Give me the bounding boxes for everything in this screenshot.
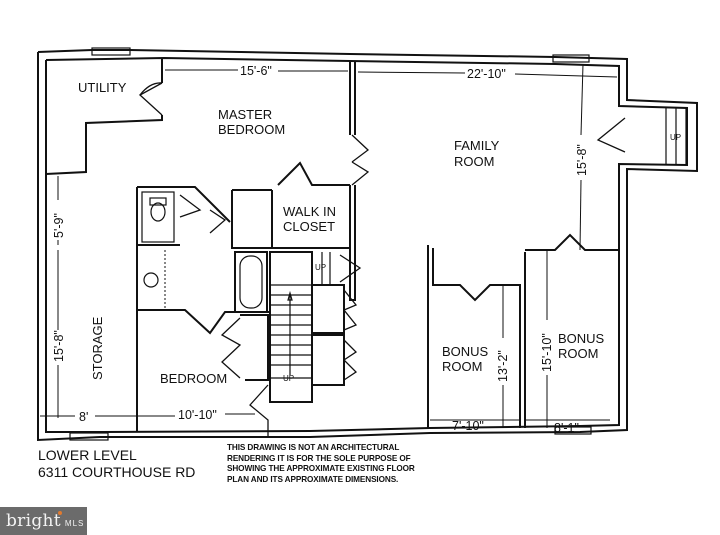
room-label-family-1: FAMILY [454, 138, 500, 153]
watermark-brand: bright [6, 511, 61, 531]
disclaimer-text: THIS DRAWING IS NOT AN ARCHITECTURAL REN… [227, 443, 415, 485]
dim-bonus1-depth: 13'-2" [496, 350, 510, 382]
room-label-bonus2-2: ROOM [558, 346, 598, 361]
dim-storage-width: 8' [79, 410, 88, 424]
stair-label-exterior: UP [670, 133, 681, 142]
bedroom-closet-walls [220, 314, 269, 437]
room-label-bonus1-2: ROOM [442, 359, 482, 374]
dim-family-depth: 15'-8" [575, 144, 589, 176]
room-label-master-1: MASTER [218, 107, 272, 122]
exterior-walls [37, 47, 698, 442]
level-label: LOWER LEVEL [38, 447, 137, 463]
dim-storage-depth: 15'-8" [52, 330, 66, 362]
walk-in-closet-walls [231, 161, 350, 249]
dimension-lines [40, 63, 618, 428]
dim-bonus2-depth: 15'-10" [540, 333, 554, 372]
disclaimer-line: SHOWING THE APPROXIMATE EXISTING FLOOR [227, 464, 415, 473]
room-label-bonus1-1: BONUS [442, 344, 489, 359]
stairwell [269, 251, 362, 403]
room-label-closet-2: CLOSET [283, 219, 335, 234]
plan-caption: LOWER LEVEL 6311 COURTHOUSE RD [38, 447, 195, 481]
bonus-room-walls [427, 233, 619, 428]
room-label-family-2: ROOM [454, 154, 494, 169]
master-family-wall [349, 61, 370, 301]
stair-label-main: UP [283, 374, 294, 383]
disclaimer-line: THIS DRAWING IS NOT AN ARCHITECTURAL [227, 443, 400, 452]
disclaimer-line: RENDERING IT IS FOR THE SOLE PURPOSE OF [227, 453, 411, 463]
watermark-suffix: MLS [64, 519, 85, 528]
watermark-dot-icon [57, 511, 62, 515]
dim-bedroom-width: 10'-10" [178, 408, 217, 422]
room-label-bonus2-1: BONUS [558, 331, 605, 346]
dim-family-width: 22'-10" [467, 67, 506, 81]
room-label-closet-1: WALK IN [283, 204, 336, 219]
room-label-bedroom: BEDROOM [160, 371, 227, 386]
room-label-master-2: BEDROOM [218, 122, 285, 137]
room-label-storage: STORAGE [90, 316, 105, 380]
dim-master-width: 15'-6" [240, 64, 272, 78]
bath-walls [136, 186, 270, 432]
bright-mls-watermark: bright MLS [0, 507, 87, 535]
disclaimer-line: PLAN AND ITS APPROXIMATE DIMENSIONS. [227, 474, 399, 484]
utility-walls [45, 58, 163, 175]
exterior-stair [596, 108, 687, 165]
address-label: 6311 COURTHOUSE RD [38, 464, 196, 480]
dim-bonus2-width: 8'-1" [554, 421, 579, 435]
room-label-utility: UTILITY [78, 80, 127, 95]
stair-label-landing: UP [315, 263, 326, 272]
dim-bonus1-width: 7'-10" [452, 419, 484, 433]
dim-hall: 5'-9" [52, 213, 66, 238]
